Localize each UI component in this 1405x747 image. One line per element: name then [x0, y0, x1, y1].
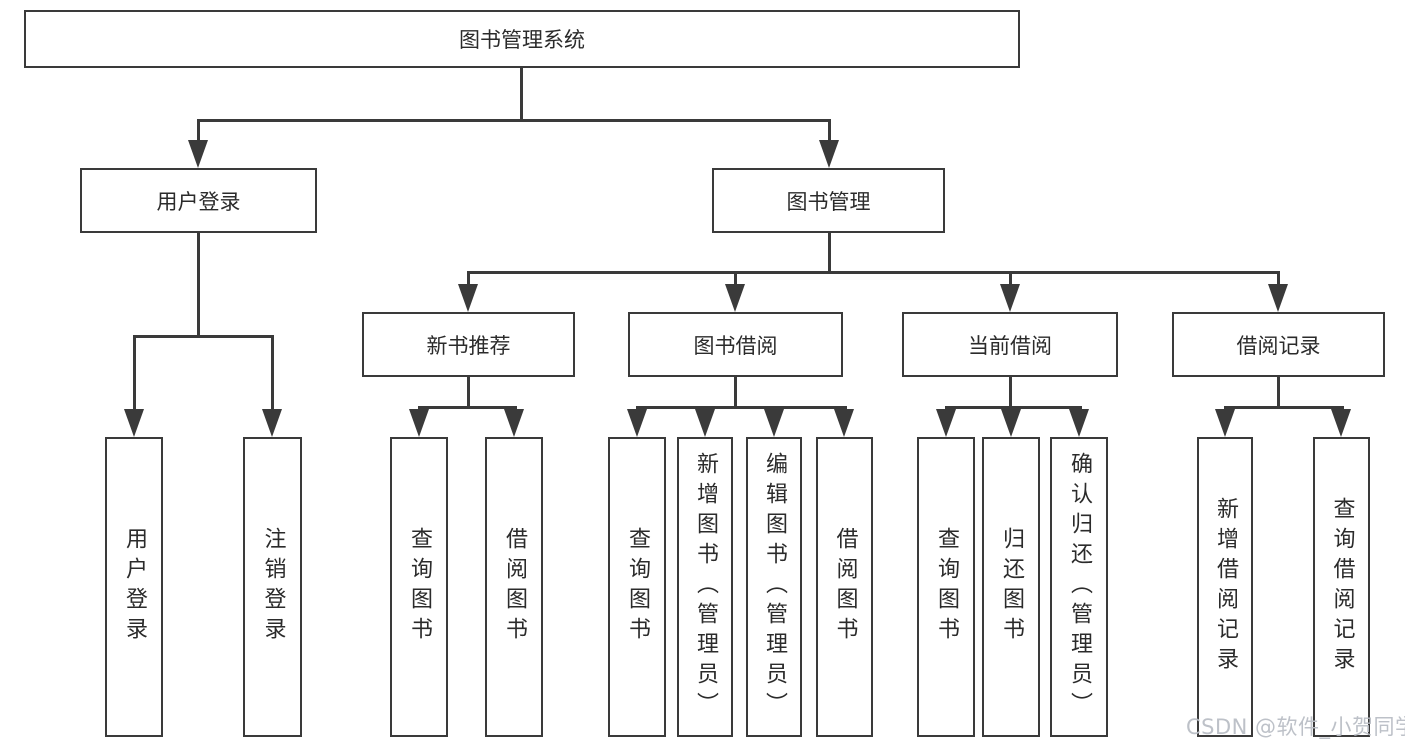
- connector-line: [827, 233, 831, 274]
- node-label: 新书推荐: [426, 333, 511, 358]
- connector-line: [196, 233, 200, 338]
- connector-line: [944, 406, 1082, 409]
- node-current-borrow: 当前借阅: [902, 312, 1118, 377]
- node-label: 用户登录: [122, 527, 147, 647]
- node-label: 注销登录: [260, 527, 286, 647]
- connector-line: [635, 406, 847, 409]
- connector-line: [827, 119, 831, 144]
- arrowhead-down-icon: [188, 140, 208, 168]
- arrowhead-down-icon: [764, 409, 784, 437]
- arrowhead-down-icon: [1001, 409, 1021, 437]
- node-label: 图书管理: [786, 189, 871, 214]
- connector-line: [1276, 271, 1280, 286]
- node-label: 查询图书: [625, 527, 650, 647]
- node-label: 借阅图书: [832, 527, 858, 647]
- connector-line: [1008, 271, 1012, 286]
- node-label: 新增图书（管理员）: [693, 452, 718, 722]
- connector-line: [132, 335, 274, 338]
- arrowhead-down-icon: [834, 409, 854, 437]
- leaf-borrow-books-2: 借阅图书: [816, 437, 873, 737]
- arrowhead-down-icon: [627, 409, 647, 437]
- node-book-borrow: 图书借阅: [628, 312, 843, 377]
- node-label: 编辑图书（管理员）: [762, 452, 787, 722]
- leaf-add-borrow-record: 新增借阅记录: [1197, 437, 1253, 737]
- arrowhead-down-icon: [725, 284, 745, 312]
- leaf-user-login: 用户登录: [105, 437, 163, 737]
- leaf-logout: 注销登录: [243, 437, 302, 737]
- arrowhead-down-icon: [409, 409, 429, 437]
- connector-line: [1276, 377, 1280, 409]
- leaf-add-books-admin: 新增图书（管理员）: [677, 437, 733, 737]
- leaf-edit-books-admin: 编辑图书（管理员）: [746, 437, 802, 737]
- connector-line: [132, 335, 136, 412]
- connector-line: [196, 119, 200, 144]
- arrowhead-down-icon: [1000, 284, 1020, 312]
- arrowhead-down-icon: [458, 284, 478, 312]
- node-label: 用户登录: [156, 189, 241, 214]
- arrowhead-down-icon: [819, 140, 839, 168]
- node-label: 图书管理系统: [459, 28, 585, 52]
- leaf-borrow-books-1: 借阅图书: [485, 437, 543, 737]
- connector-line: [466, 377, 470, 409]
- node-user-login: 用户登录: [80, 168, 317, 233]
- node-new-book-recommend: 新书推荐: [362, 312, 575, 377]
- node-label: 借阅记录: [1236, 333, 1321, 358]
- connector-line: [196, 119, 831, 122]
- arrowhead-down-icon: [1215, 409, 1235, 437]
- node-label: 确认归还（管理员）: [1067, 452, 1092, 722]
- node-label: 归还图书: [999, 527, 1024, 647]
- node-label: 新增借阅记录: [1213, 497, 1238, 677]
- connector-line: [733, 271, 737, 286]
- connector-line: [1008, 377, 1012, 409]
- arrowhead-down-icon: [695, 409, 715, 437]
- arrowhead-down-icon: [504, 409, 524, 437]
- connector-line: [466, 271, 1280, 274]
- node-label: 查询图书: [407, 527, 432, 647]
- arrowhead-down-icon: [936, 409, 956, 437]
- arrowhead-down-icon: [124, 409, 144, 437]
- arrowhead-down-icon: [1069, 409, 1089, 437]
- node-label: 查询借阅记录: [1329, 497, 1355, 677]
- connector-line: [270, 335, 274, 412]
- arrowhead-down-icon: [262, 409, 282, 437]
- connector-line: [466, 271, 470, 286]
- leaf-return-books: 归还图书: [982, 437, 1040, 737]
- connector-line: [519, 68, 523, 121]
- leaf-query-books-2: 查询图书: [608, 437, 666, 737]
- node-label: 借阅图书: [502, 527, 527, 647]
- node-label: 当前借阅: [968, 333, 1052, 358]
- leaf-query-books-3: 查询图书: [917, 437, 975, 737]
- node-book-management: 图书管理: [712, 168, 945, 233]
- csdn-watermark: CSDN @软件_小贺同学: [1186, 715, 1405, 739]
- node-root: 图书管理系统: [24, 10, 1020, 68]
- node-label: 图书借阅: [693, 333, 778, 358]
- arrowhead-down-icon: [1268, 284, 1288, 312]
- leaf-query-borrow-record: 查询借阅记录: [1313, 437, 1370, 737]
- connector-line: [1223, 406, 1344, 409]
- connector-line: [417, 406, 517, 409]
- arrowhead-down-icon: [1331, 409, 1351, 437]
- leaf-query-books-1: 查询图书: [390, 437, 448, 737]
- node-label: 查询图书: [934, 527, 959, 647]
- node-borrow-records: 借阅记录: [1172, 312, 1385, 377]
- connector-line: [733, 377, 737, 409]
- leaf-confirm-return-admin: 确认归还（管理员）: [1050, 437, 1108, 737]
